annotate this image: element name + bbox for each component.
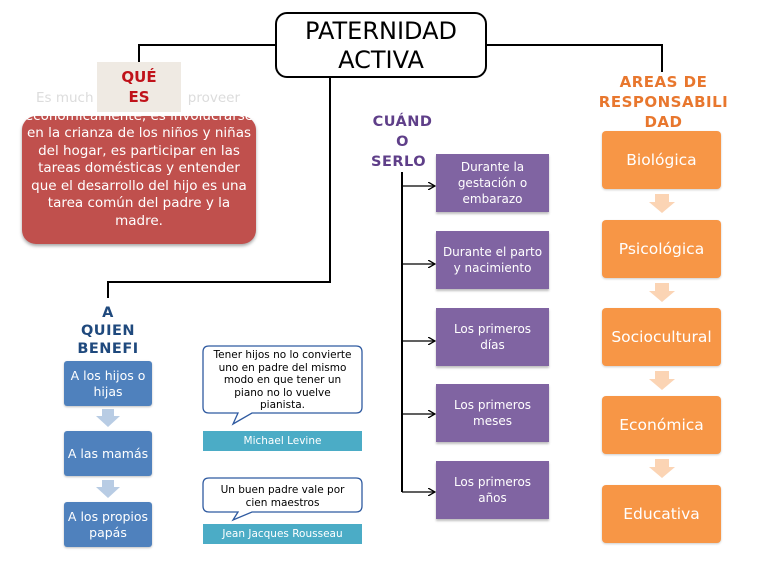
cuando-item: Durante la gestación o embarazo (436, 154, 549, 212)
que-es-label-line2: ES (128, 88, 150, 106)
area-item: Educativa (602, 485, 721, 543)
cuando-item: Los primeros años (436, 461, 549, 519)
beneficiary-item: A los hijos o hijas (64, 361, 152, 406)
orange-arrows (649, 194, 675, 478)
beneficiary-item: A los propios papás (64, 502, 152, 547)
blue-arrows (96, 409, 120, 498)
areas-heading-line2: RESPONSABILI (598, 93, 729, 111)
quien-heading-line1: A (102, 305, 114, 321)
que-es-text-fragment-right: proveer (187, 90, 240, 106)
cuando-item: Los primeros meses (436, 384, 549, 442)
areas-heading: AREAS DE RESPONSABILI DAD (586, 72, 741, 132)
area-item: Psicológica (602, 220, 721, 278)
quote-text: Tener hijos no lo convierte uno en padre… (213, 349, 352, 411)
quote-author: Michael Levine (203, 431, 362, 451)
a-quien-heading: A QUIEN BENEFI (62, 304, 154, 358)
area-item: Biológica (602, 131, 721, 189)
main-title-line1: PATERNIDAD (305, 17, 457, 45)
cuando-serlo-heading: CUÁND O SERLO (360, 112, 445, 172)
main-title-box: PATERNIDAD ACTIVA (275, 12, 487, 78)
que-es-text-fragment-left: Es much (36, 90, 94, 106)
quien-heading-line2: QUIEN (80, 323, 136, 339)
quien-heading-line3: BENEFI (77, 341, 139, 357)
area-item: Económica (602, 396, 721, 454)
que-es-label-line1: QUÉ (121, 68, 157, 86)
quote-text: Un buen padre vale por cien maestros (220, 484, 345, 509)
quote-author: Jean Jacques Rousseau (203, 524, 362, 544)
cuando-heading-line2: O (396, 134, 409, 150)
que-es-text: Es much proveer económicamente, es invol… (24, 90, 254, 230)
que-es-text-body: económicamente, es involucrarse en la cr… (24, 107, 254, 229)
areas-heading-line1: AREAS DE (619, 73, 708, 91)
cuando-heading-line1: CUÁND (372, 114, 433, 130)
main-title-line2: ACTIVA (338, 46, 424, 74)
cuando-item: Los primeros días (436, 308, 549, 366)
que-es-label: QUÉ ES (97, 62, 181, 112)
cuando-heading-line3: SERLO (371, 154, 427, 170)
que-es-box (22, 116, 256, 244)
cuando-item: Durante el parto y nacimiento (436, 231, 549, 289)
area-item: Sociocultural (602, 308, 721, 366)
que-es-text-first-line: Es much proveer (24, 90, 254, 108)
beneficiary-item: A las mamás (64, 431, 152, 476)
areas-heading-line3: DAD (644, 113, 683, 131)
